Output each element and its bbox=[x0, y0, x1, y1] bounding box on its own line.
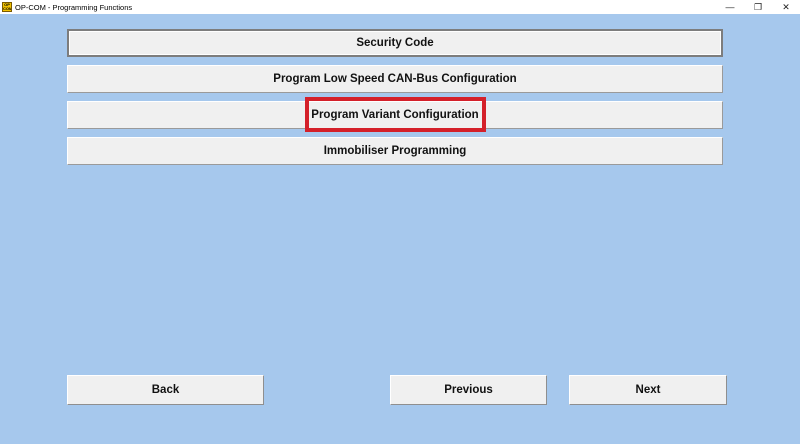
minimize-icon[interactable]: — bbox=[725, 2, 735, 12]
restore-icon[interactable]: ❐ bbox=[753, 1, 763, 12]
highlight-annotation-box bbox=[305, 97, 486, 132]
security-code-button[interactable]: Security Code bbox=[67, 29, 723, 57]
immobiliser-programming-button[interactable]: Immobiliser Programming bbox=[67, 137, 723, 165]
program-low-speed-can-bus-configuration-button[interactable]: Program Low Speed CAN-Bus Configuration bbox=[67, 65, 723, 93]
previous-button[interactable]: Previous bbox=[390, 375, 547, 405]
back-button[interactable]: Back bbox=[67, 375, 264, 405]
window-controls: — ❐ ✕ bbox=[716, 0, 800, 14]
close-icon[interactable]: ✕ bbox=[782, 1, 790, 12]
op-com-app-icon: OP COM bbox=[2, 2, 12, 12]
program-variant-configuration-button[interactable]: Program Variant Configuration bbox=[67, 101, 723, 129]
client-area: Security Code Program Low Speed CAN-Bus … bbox=[0, 14, 800, 444]
title-bar: OP COM OP-COM - Programming Functions — … bbox=[0, 0, 800, 14]
window-title: OP-COM - Programming Functions bbox=[15, 2, 133, 12]
next-button[interactable]: Next bbox=[569, 375, 727, 405]
